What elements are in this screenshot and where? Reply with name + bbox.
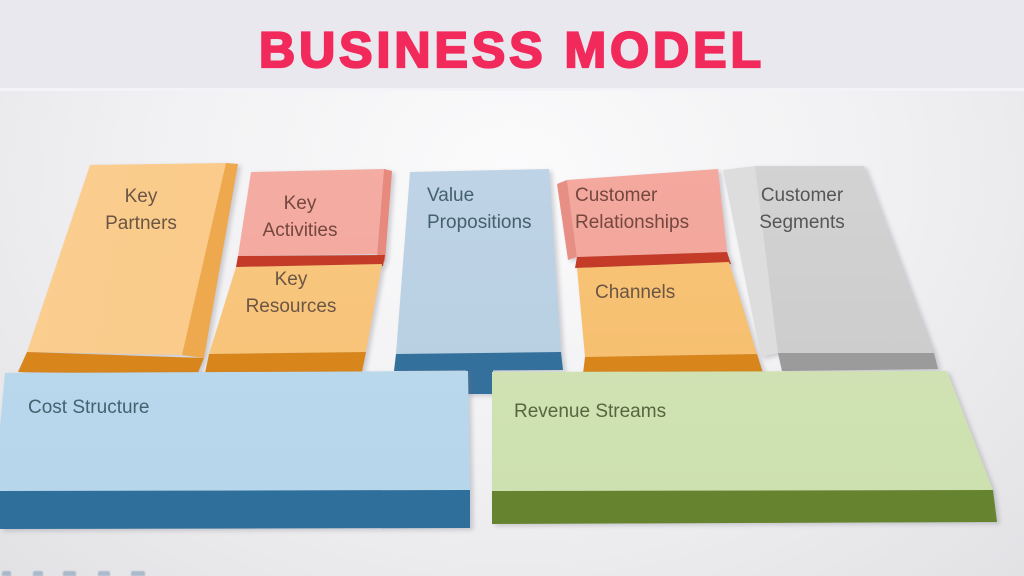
- watermark-fragment: [63, 571, 76, 576]
- title-band: BUSINESS MODEL: [0, 0, 1024, 91]
- value-propositions-label: Value Propositions: [427, 185, 532, 233]
- revenue-streams-label: Revenue Streams: [514, 401, 667, 422]
- customer-segments-label: Customer Segments: [759, 185, 845, 233]
- slide-title: BUSINESS MODEL: [258, 21, 766, 79]
- watermark-fragment: [131, 571, 145, 576]
- cost-structure-label: Cost Structure: [28, 397, 150, 418]
- customer-relationships-label: Customer Relationships: [575, 185, 690, 233]
- key-partners-label: Key Partners: [105, 186, 177, 234]
- key-activities-label: Key Activities: [262, 193, 338, 241]
- watermark-fragment: [2, 571, 11, 576]
- watermark-fragment: [98, 571, 110, 576]
- key-resources-label: Key Resources: [245, 269, 337, 317]
- channels-label: Channels: [595, 282, 676, 303]
- watermark-fragment: [33, 571, 43, 576]
